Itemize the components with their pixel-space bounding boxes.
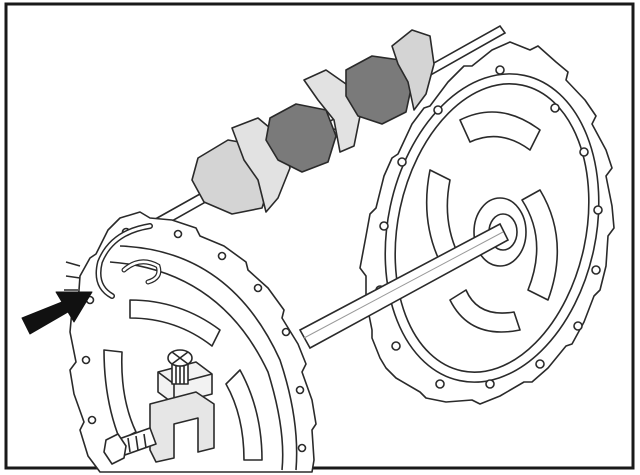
spit-rod bbox=[298, 222, 510, 350]
pointer-arrow-icon bbox=[21, 291, 93, 335]
thumb-screw bbox=[167, 349, 193, 385]
hook-clip bbox=[95, 223, 162, 299]
food-pieces bbox=[191, 29, 435, 215]
front-wheel bbox=[64, 211, 317, 473]
